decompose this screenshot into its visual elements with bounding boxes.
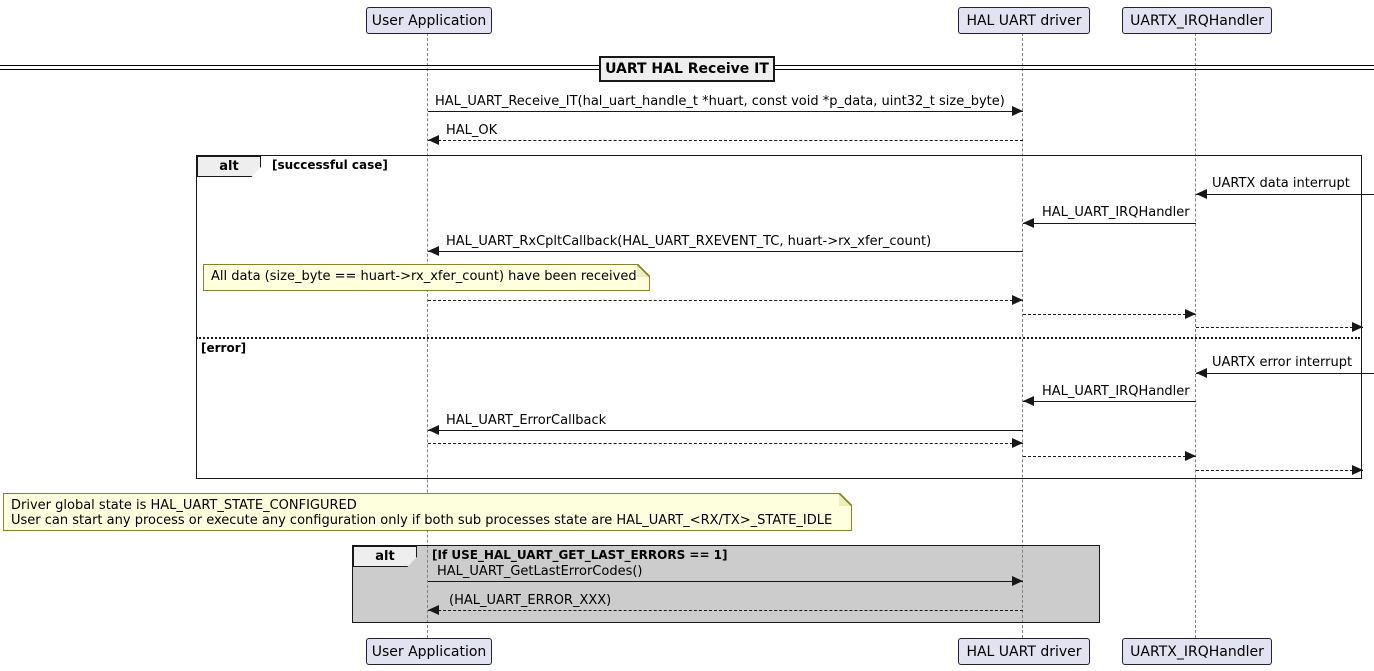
- message-line: [428, 430, 1023, 431]
- note-driver-global-state: Driver global state is HAL_UART_STATE_CO…: [3, 493, 852, 531]
- message-line: [428, 300, 1023, 301]
- message-line: [1023, 456, 1196, 457]
- arrowhead-left-icon: [428, 605, 439, 615]
- message-label: HAL_UART_GetLastErrorCodes(): [437, 564, 643, 579]
- arrowhead-right-icon: [1012, 438, 1023, 448]
- participant-user-application-top: User Application: [366, 7, 492, 34]
- message-line: [1196, 194, 1374, 195]
- participant-hal-uart-driver-bottom: HAL UART driver: [958, 638, 1090, 665]
- arrowhead-right-icon: [1012, 576, 1023, 586]
- participant-user-application-bottom: User Application: [366, 638, 492, 665]
- arrowhead-left-icon: [1196, 189, 1207, 199]
- lifeline-user-application: [427, 33, 428, 638]
- arrowhead-right-icon: [1352, 322, 1363, 332]
- message-line: [428, 111, 1023, 112]
- alt-fragment-1-guard-error: [error]: [201, 341, 247, 355]
- arrowhead-left-icon: [1023, 218, 1034, 228]
- arrowhead-right-icon: [1185, 451, 1196, 461]
- note-line: All data (size_byte == huart->rx_xfer_co…: [211, 269, 637, 284]
- message-label: HAL_UART_RxCpltCallback(HAL_UART_RXEVENT…: [446, 234, 932, 249]
- message-label: UARTX data interrupt: [1212, 176, 1350, 191]
- lifeline-hal-uart-driver: [1022, 33, 1023, 638]
- alt-fragment-1-guard: [successful case]: [272, 158, 388, 172]
- participant-uartx-irqhandler-top: UARTX_IRQHandler: [1122, 7, 1272, 34]
- note-line: User can start any process or execute an…: [11, 513, 833, 528]
- message-line: [1023, 401, 1196, 402]
- note-line: Driver global state is HAL_UART_STATE_CO…: [11, 498, 357, 513]
- message-label: (HAL_UART_ERROR_XXX): [449, 593, 612, 608]
- message-line: [1196, 373, 1374, 374]
- alt-fragment-2-guard: [If USE_HAL_UART_GET_LAST_ERRORS == 1]: [432, 548, 728, 562]
- alt-fragment-2-operator: alt: [353, 546, 417, 567]
- message-line: [428, 443, 1023, 444]
- message-label: HAL_UART_ErrorCallback: [446, 413, 607, 428]
- arrowhead-left-icon: [428, 246, 439, 256]
- message-label: HAL_UART_IRQHandler: [1042, 205, 1190, 220]
- arrowhead-left-icon: [428, 425, 439, 435]
- message-line: [428, 610, 1023, 611]
- message-label: HAL_UART_Receive_IT(hal_uart_handle_t *h…: [435, 94, 1005, 109]
- message-line: [1023, 223, 1196, 224]
- message-line: [428, 581, 1023, 582]
- diagram-title: UART HAL Receive IT: [599, 56, 775, 82]
- alt-fragment-2-frame: [352, 545, 1100, 623]
- participant-uartx-irqhandler-bottom: UARTX_IRQHandler: [1122, 638, 1272, 665]
- arrowhead-right-icon: [1352, 465, 1363, 475]
- message-line: [1196, 327, 1363, 328]
- arrowhead-left-icon: [428, 135, 439, 145]
- message-line: [1023, 314, 1196, 315]
- alt-fragment-1-operator: alt: [197, 156, 261, 177]
- message-label: HAL_UART_IRQHandler: [1042, 384, 1190, 399]
- message-line: [428, 251, 1023, 252]
- message-label: HAL_OK: [446, 123, 498, 138]
- message-label: UARTX error interrupt: [1212, 355, 1353, 370]
- message-line: [1196, 470, 1363, 471]
- arrowhead-right-icon: [1012, 106, 1023, 116]
- arrowhead-right-icon: [1012, 295, 1023, 305]
- alt-fragment-1-frame: [196, 155, 1362, 479]
- arrowhead-right-icon: [1185, 309, 1196, 319]
- note-all-data-received: All data (size_byte == huart->rx_xfer_co…: [203, 264, 650, 291]
- arrowhead-left-icon: [1023, 396, 1034, 406]
- alt-fragment-1-divider: [196, 337, 1360, 339]
- lifeline-uartx-irqhandler: [1195, 33, 1196, 638]
- participant-hal-uart-driver-top: HAL UART driver: [958, 7, 1090, 34]
- arrowhead-left-icon: [1196, 368, 1207, 378]
- message-line: [428, 140, 1023, 141]
